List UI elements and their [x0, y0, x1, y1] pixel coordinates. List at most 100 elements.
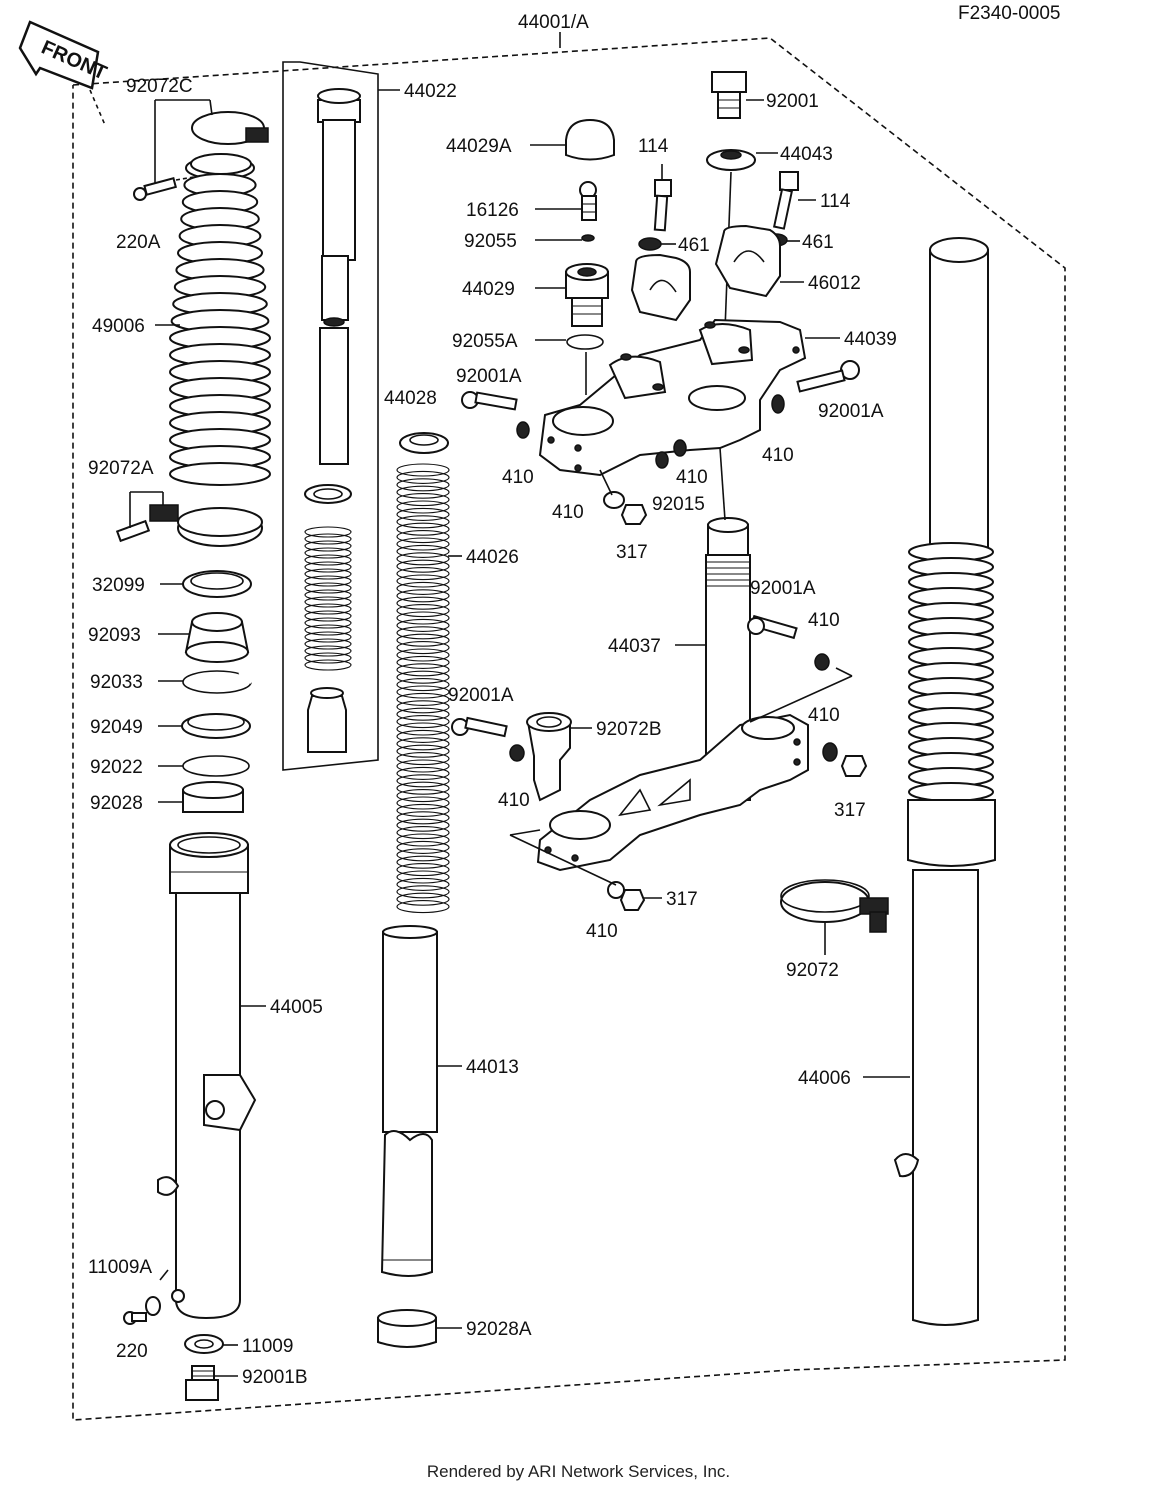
drawing-number: F2340-0005	[958, 3, 1060, 24]
part-label: 44039	[844, 329, 897, 350]
part-label: 92072B	[596, 719, 662, 740]
leader-lines	[155, 89, 910, 1377]
part-label: 44028	[384, 388, 437, 409]
assembly-label: 44001/A	[518, 12, 589, 33]
part-label: 92001A	[448, 685, 514, 706]
part-label: 11009	[242, 1336, 293, 1357]
washer-44043-icon	[706, 149, 756, 171]
part-label: 92015	[652, 494, 705, 515]
part-label: 44043	[780, 144, 833, 165]
part-label: 410	[808, 610, 840, 631]
part-label: 44005	[270, 997, 323, 1018]
part-label: 410	[808, 705, 840, 726]
part-label: 461	[802, 232, 834, 253]
part-label: 410	[762, 445, 794, 466]
damper-kit-44022	[282, 61, 379, 771]
part-label: 44022	[404, 81, 457, 102]
bushing-92028-icon	[182, 781, 244, 813]
footer-credit: Rendered by ARI Network Services, Inc.	[426, 1462, 731, 1481]
part-label: 92072C	[126, 76, 193, 97]
right-fork-leg-44006-icon	[893, 237, 996, 1326]
part-label: 49006	[92, 316, 145, 337]
assembly-outline	[72, 32, 1066, 1421]
part-label: 44026	[466, 547, 519, 568]
cap-44029A-icon	[565, 118, 615, 161]
part-label: 317	[666, 889, 698, 910]
o-ring-92055-icon	[581, 234, 595, 242]
dust-seal-92093-icon	[184, 612, 250, 663]
fork-boot-49006-icon	[169, 153, 271, 486]
part-label: 92033	[90, 672, 143, 693]
screw-220A-icon	[133, 175, 201, 201]
handlebar-holder-46012-icon	[630, 224, 781, 322]
part-label: 92072A	[88, 458, 154, 479]
washer-410-upper-icon	[603, 439, 687, 525]
bushing-92028A-icon	[377, 1309, 437, 1348]
bolt-92001A-upper-right-icon	[771, 360, 860, 414]
part-label: 410	[498, 790, 530, 811]
middle-column-parts	[377, 432, 450, 1348]
bolt-92001A-lower-icon	[451, 614, 853, 762]
part-label: 410	[552, 502, 584, 523]
part-label: 44013	[466, 1057, 519, 1078]
boot-clamp-92072C-icon	[154, 99, 269, 185]
part-label: 46012	[808, 273, 861, 294]
washer-461-left-icon	[638, 237, 662, 251]
part-label: 114	[638, 136, 669, 157]
part-label: 92028	[90, 793, 143, 814]
part-label: 92001A	[750, 578, 816, 599]
part-label: 461	[678, 235, 710, 256]
part-label: 92001B	[242, 1367, 308, 1388]
part-label: 16126	[466, 200, 519, 221]
part-label: 44029	[462, 279, 515, 300]
boot-clamp-92072A-icon	[115, 491, 263, 547]
part-label: 317	[834, 800, 866, 821]
boot-clamp-92072-icon	[780, 879, 889, 955]
triple-clamp-parts	[451, 71, 889, 955]
part-label: 92001A	[456, 366, 522, 387]
part-label: 220	[116, 1341, 148, 1362]
guide-92072B-icon	[526, 712, 572, 802]
part-label: 44029A	[446, 136, 512, 157]
part-label: 32099	[92, 575, 145, 596]
part-labels: F2340-0005 44001/A 92072C 220A 49006 920…	[88, 3, 1060, 1388]
screw-220-icon	[123, 1269, 169, 1325]
part-label: 410	[502, 467, 534, 488]
fork-spring-44026-icon	[396, 463, 450, 914]
fork-cap-44029-icon	[565, 263, 609, 327]
inner-tube-44013-icon	[380, 925, 438, 1277]
bushing-92022-icon	[182, 755, 250, 777]
part-label: 317	[616, 542, 648, 563]
part-label: 92028A	[466, 1319, 532, 1340]
washer-nut-lower-icon	[607, 742, 868, 911]
air-valve-16126-icon	[579, 181, 597, 221]
part-label: 92001A	[818, 401, 884, 422]
front-arrow-icon: FRONT	[18, 20, 110, 126]
part-label: 92022	[90, 757, 143, 778]
snap-ring-92033-icon	[182, 670, 254, 694]
bolt-114-right-icon	[772, 171, 799, 230]
part-label: 92049	[90, 717, 143, 738]
part-label: 410	[676, 467, 708, 488]
part-label: 410	[586, 921, 618, 942]
part-label: 92093	[88, 625, 141, 646]
bolt-114-left-icon	[653, 179, 672, 232]
left-fork-parts	[115, 99, 271, 1401]
outer-tube-44005-icon	[157, 832, 257, 1320]
part-label: 92001	[766, 91, 819, 112]
part-label: 92072	[786, 960, 839, 981]
bolt-92001B-icon	[185, 1365, 219, 1401]
part-label: 114	[820, 191, 851, 212]
bolt-92001-icon	[711, 71, 747, 119]
gasket-11009-icon	[184, 1334, 224, 1354]
lower-clamp-icon	[509, 713, 809, 872]
part-label: 11009A	[88, 1257, 152, 1278]
part-label: 44037	[608, 636, 661, 657]
part-label: 220A	[116, 232, 161, 253]
oil-seal-32099-icon	[182, 570, 252, 598]
o-ring-92055A-icon	[566, 334, 604, 350]
part-label: 92055	[464, 231, 517, 252]
part-label: 92055A	[452, 331, 518, 352]
upper-clamp-44039-icon	[538, 318, 807, 477]
